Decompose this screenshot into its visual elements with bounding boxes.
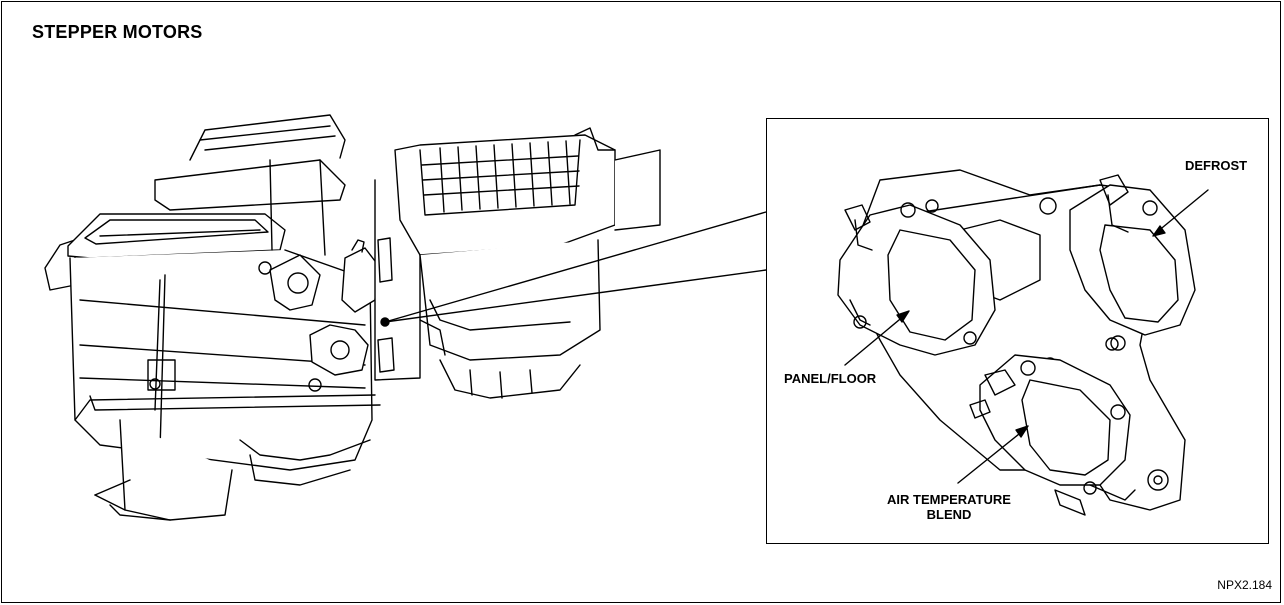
callout-air-temp-line1: AIR TEMPERATURE	[887, 492, 1011, 507]
callout-air-temp-line2: BLEND	[926, 507, 972, 522]
housing-motors	[258, 239, 379, 376]
blower-housing	[374, 127, 661, 399]
detail-inset-box	[766, 118, 1269, 544]
figure-number: NPX2.184	[1217, 578, 1272, 592]
callout-leaders	[844, 189, 1209, 484]
panel-floor-motor	[837, 202, 996, 356]
detail-pointer	[380, 211, 767, 327]
callout-air-temperature-blend: AIR TEMPERATURE BLEND	[874, 492, 1024, 522]
callout-panel-floor: PANEL/FLOOR	[784, 371, 877, 386]
air-temp-blend-motor	[969, 354, 1136, 516]
diagram-title: STEPPER MOTORS	[32, 22, 203, 42]
defrost-motor	[1069, 174, 1196, 351]
callout-defrost: DEFROST	[1185, 158, 1248, 173]
